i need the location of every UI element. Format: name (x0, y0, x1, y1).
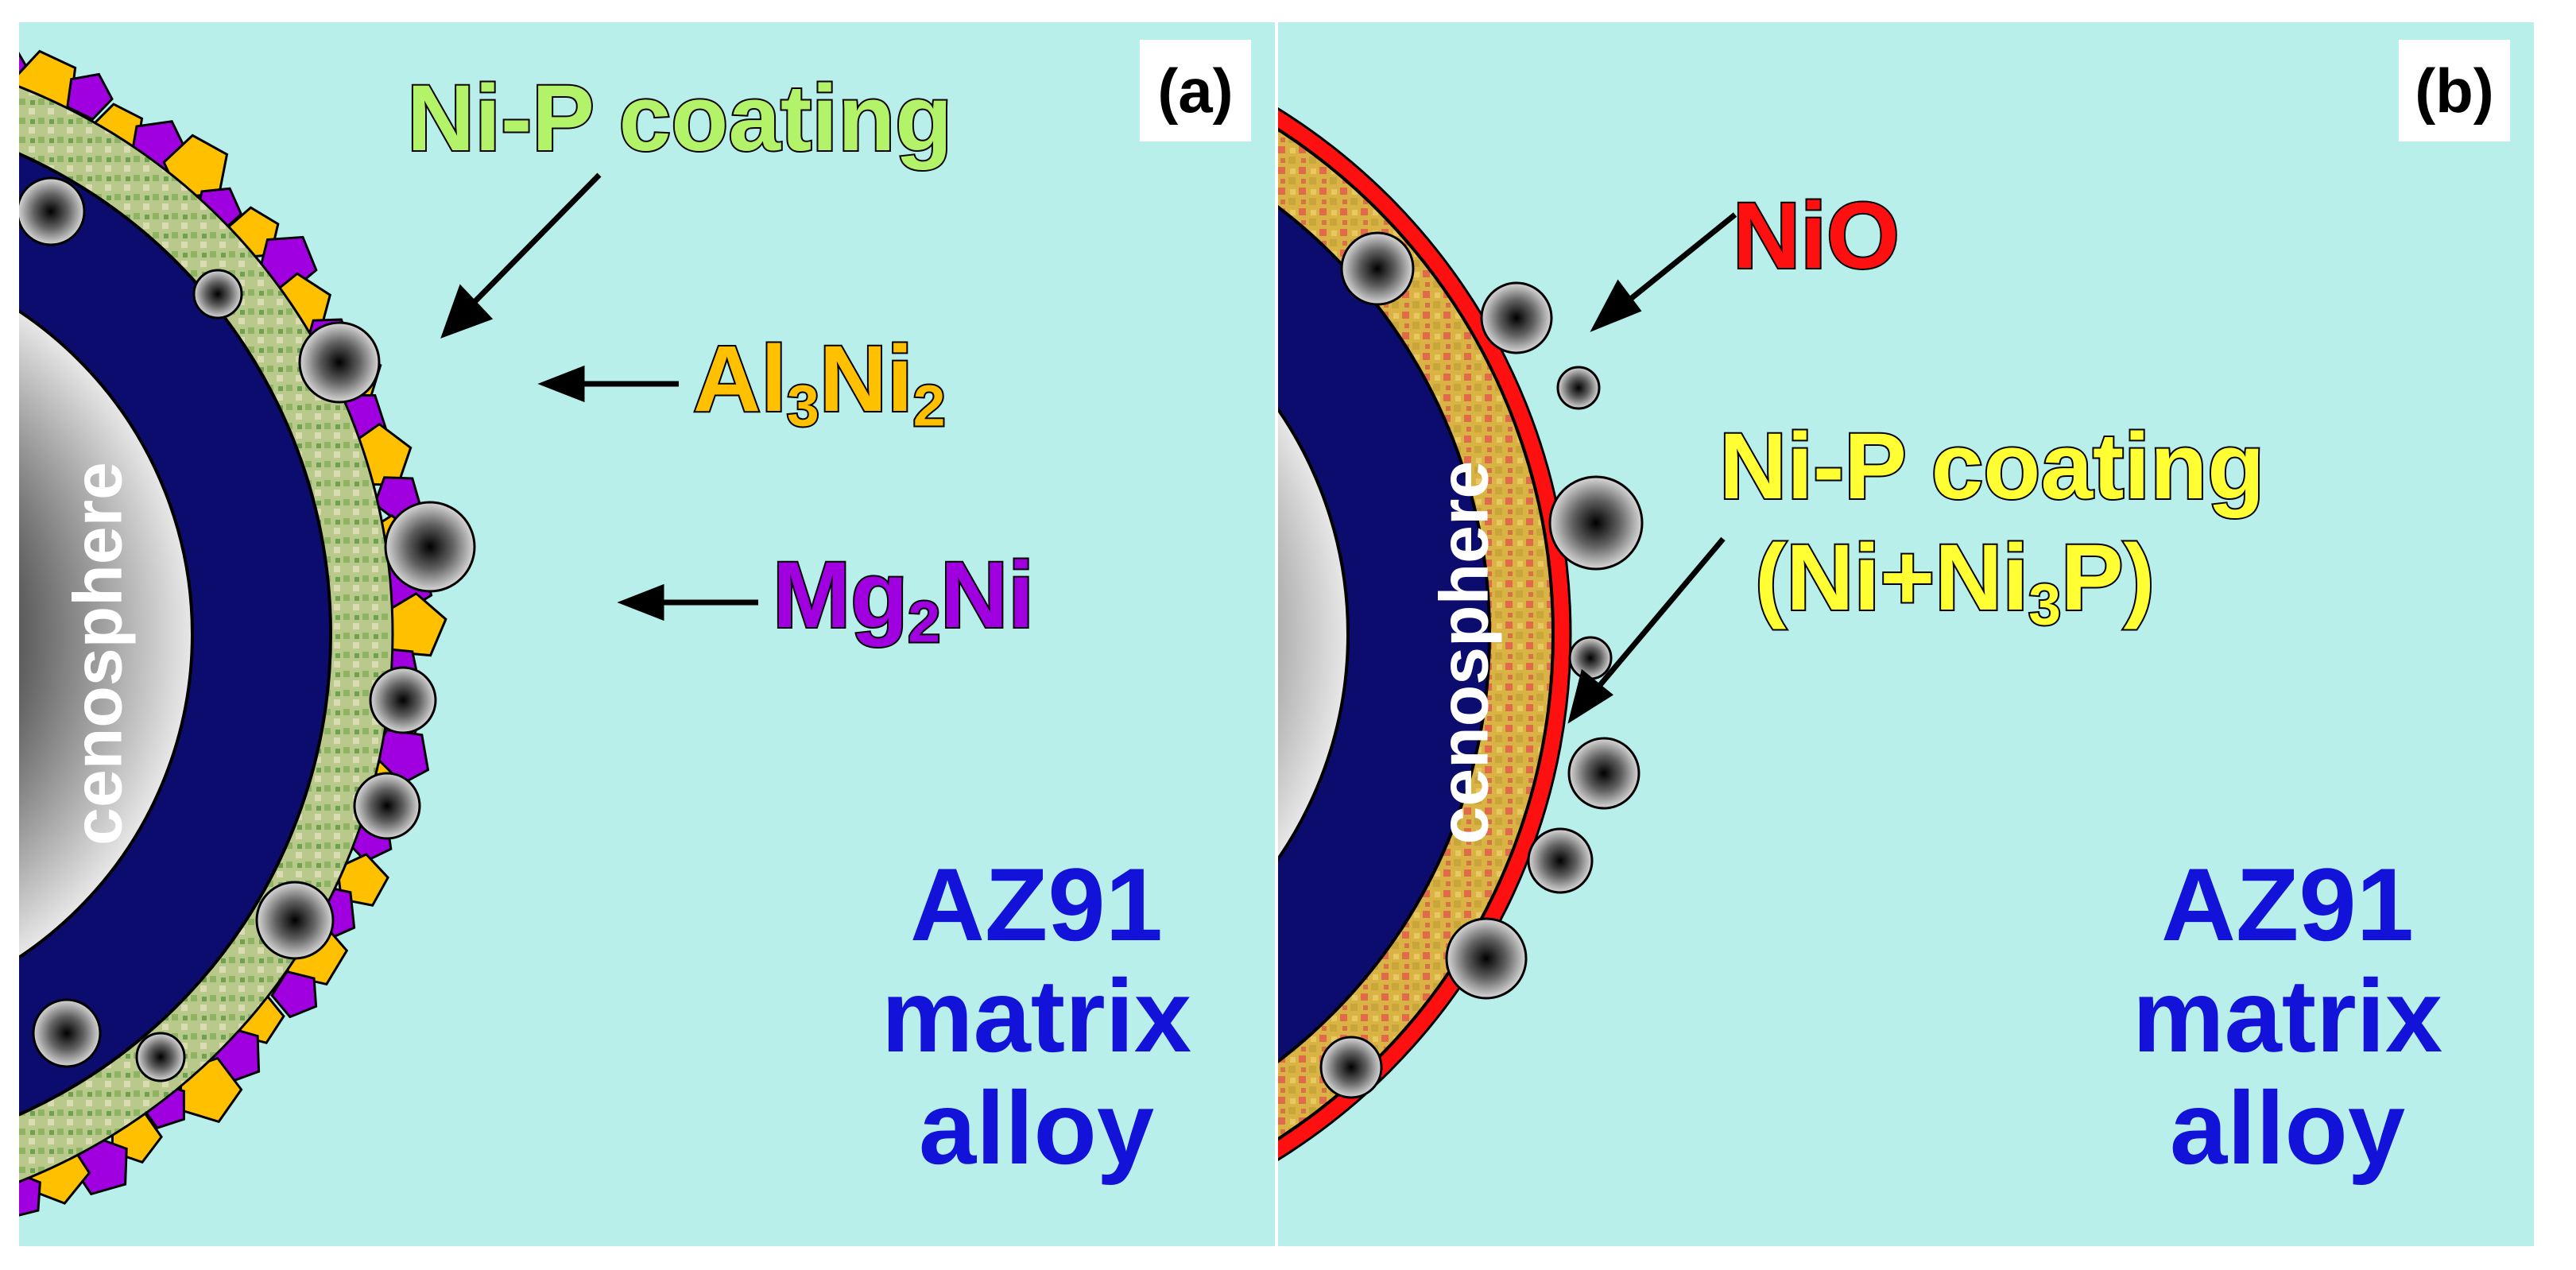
pore (1556, 366, 1601, 410)
pore (298, 321, 381, 404)
pore (1319, 1036, 1383, 1099)
matrix-label: AZ91 matrix alloy (2081, 846, 2494, 1186)
shell-pores (1319, 231, 1644, 1099)
matrix-line: AZ91 (2161, 846, 2414, 962)
coating-arrow-line (1594, 536, 1726, 692)
al3ni2-arrow-head (537, 365, 585, 403)
pore (1567, 737, 1641, 810)
mg2ni-particle (270, 970, 318, 1019)
panel-b-label: (b) (2399, 40, 2510, 141)
pore (32, 998, 102, 1068)
nio-arrow-line (1621, 212, 1737, 307)
ni-p-coating-label: Ni-P coating (1718, 414, 2266, 519)
pointer-arrows (1567, 212, 1737, 724)
pore (19, 176, 86, 246)
pore (1568, 636, 1613, 680)
panel-b: (b) NiO Ni-P coating (Ni+Ni3P) cenospher… (1278, 22, 2534, 1246)
nio-label: NiO (1731, 184, 1901, 288)
coating-arrow-line (470, 172, 602, 307)
panel-a-drawing (19, 49, 758, 1217)
matrix-line: alloy (2169, 1069, 2406, 1186)
pore (384, 501, 476, 593)
al3ni2-label: Al3Ni2 (691, 327, 947, 439)
matrix-line: AZ91 (910, 846, 1163, 962)
pore (1340, 231, 1415, 306)
cenosphere-label: cenosphere (1426, 460, 1503, 845)
cenosphere-label: cenosphere (60, 462, 137, 846)
pore (353, 772, 421, 840)
panel-b-drawing (1278, 107, 1737, 1161)
pore (1548, 475, 1644, 571)
matrix-line: alloy (918, 1069, 1155, 1186)
pointer-arrows (440, 172, 758, 621)
matrix-line: matrix (2132, 958, 2443, 1074)
ni-p-coating-label: Ni-P coating (405, 66, 954, 171)
pore (369, 666, 437, 734)
mg2ni-label: Mg2Ni (771, 543, 1036, 655)
panel-a-label: (a) (1140, 40, 1251, 141)
pore (192, 269, 243, 319)
panel-a: (a) Ni-P coating Al3Ni2 Mg2Ni cenosphere… (19, 22, 1275, 1246)
pore (255, 881, 335, 960)
nio-arrow-head (1590, 279, 1642, 332)
cenosphere-core (19, 309, 194, 959)
pore (1445, 917, 1528, 1000)
matrix-line: matrix (881, 958, 1192, 1074)
pore (135, 1032, 186, 1082)
coating-composition-label: (Ni+Ni3P) (1753, 525, 2156, 637)
mg2ni-particle (19, 1172, 41, 1217)
pore (1527, 827, 1594, 894)
mg2ni-particle (66, 72, 114, 121)
matrix-label: AZ91 matrix alloy (830, 846, 1243, 1186)
coating-arrow-head (440, 284, 494, 339)
mg2ni-arrow-head (617, 583, 664, 621)
coating-arrow-head (1567, 668, 1613, 724)
cenosphere-shell (1278, 205, 1491, 1063)
shell-pores (19, 176, 476, 1082)
pore (1480, 281, 1553, 354)
cenosphere-core (1278, 406, 1350, 862)
